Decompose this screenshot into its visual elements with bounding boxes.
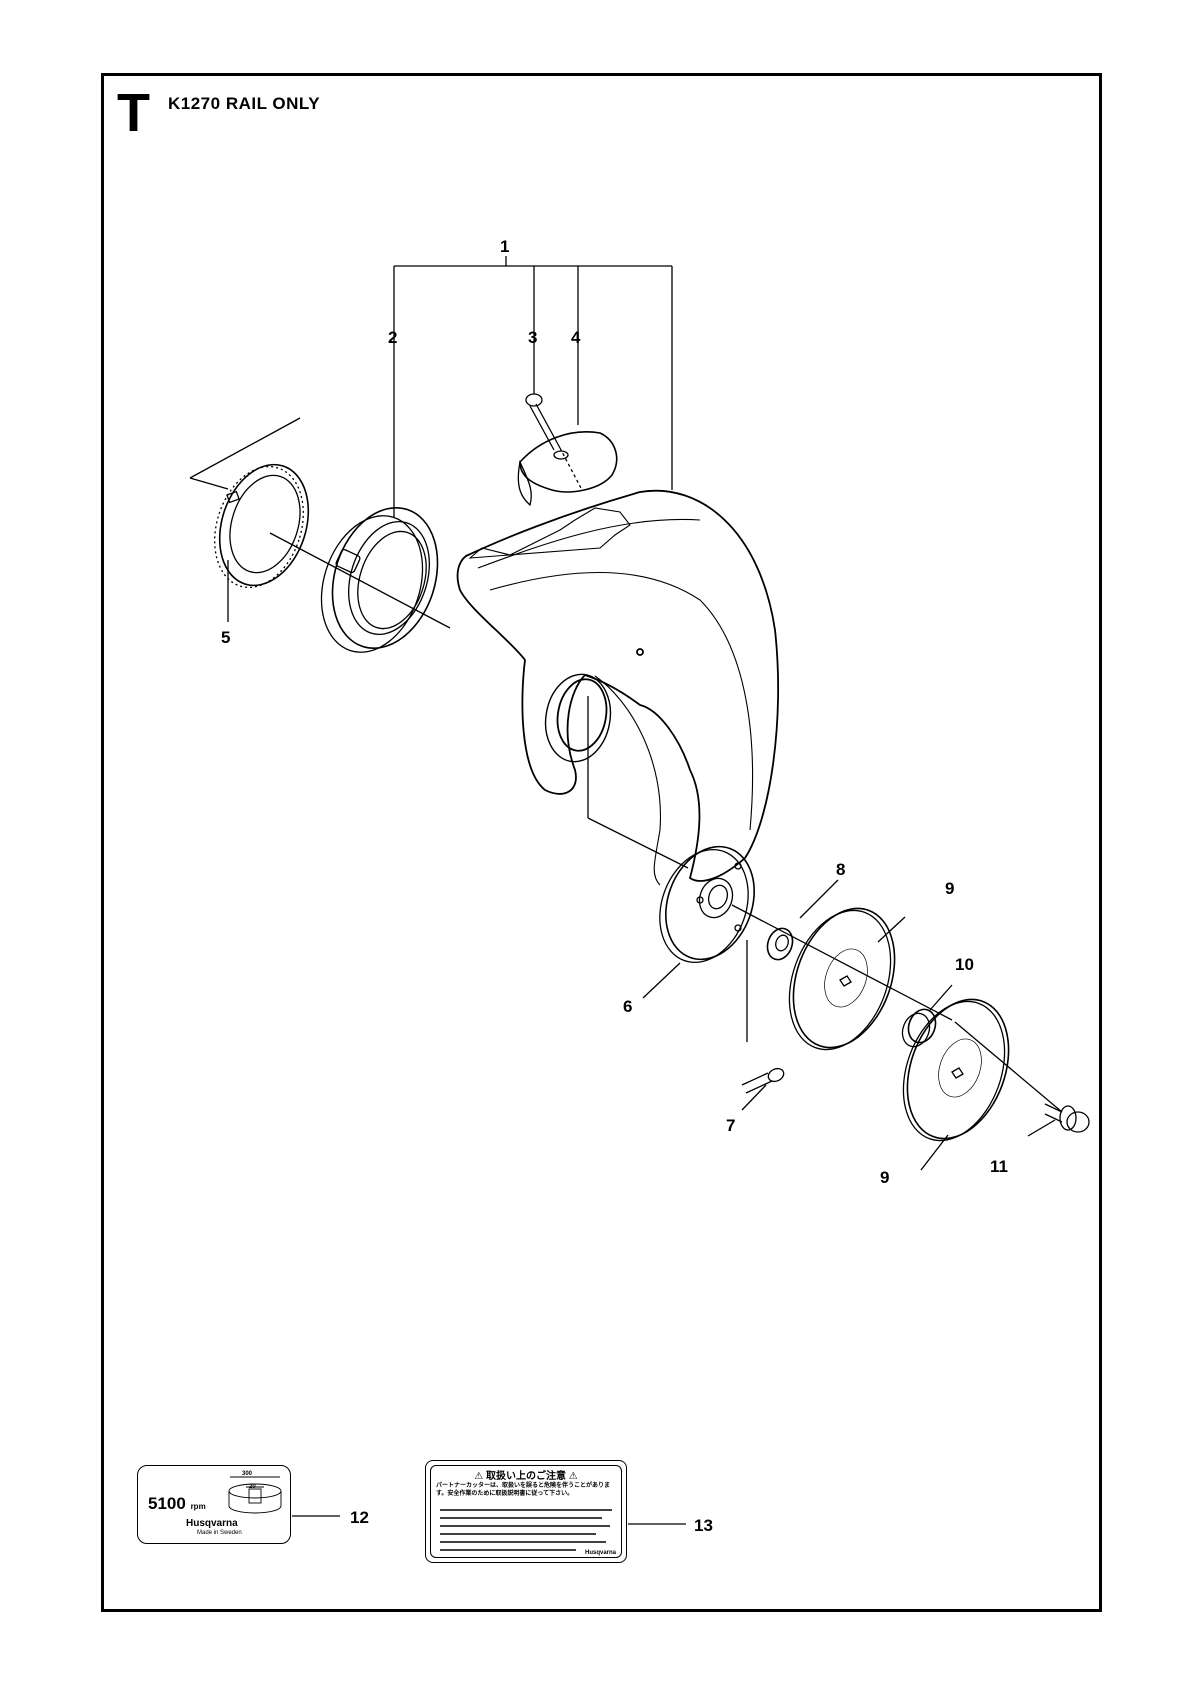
part-1-blade-guard xyxy=(456,489,779,886)
warning-triangle-icon: ⚠ xyxy=(568,1471,578,1482)
callout-numbers: 1 2 3 4 5 6 7 8 9 10 9 11 12 13 xyxy=(221,237,1008,1535)
label-12-dim-inner: 20 xyxy=(249,1484,256,1490)
callout-2: 2 xyxy=(388,328,397,347)
label-12-disc-graphic xyxy=(228,1476,282,1514)
part-11-hex-bolt xyxy=(1044,1103,1090,1133)
label-12-speed-plate: 300 20 5100 rpm Husqvarna Made in Sweden xyxy=(137,1465,291,1544)
section-letter: T xyxy=(117,83,150,143)
part-9-disc-upper xyxy=(788,907,896,1051)
callout-13: 13 xyxy=(694,1516,713,1535)
callout-1: 1 xyxy=(500,237,509,256)
label-12-rpm-unit: rpm xyxy=(190,1502,206,1511)
label-13-inner-border xyxy=(430,1465,622,1558)
callout-11: 11 xyxy=(990,1157,1008,1176)
label-13-warning-decal: ⚠ 取扱い上のご注意 ⚠ パートナーカッターは、取扱いを誤ると危険を伴うことがあ… xyxy=(425,1460,627,1563)
label-13-brand: Husqvarna xyxy=(584,1550,616,1556)
callout-9-upper: 9 xyxy=(945,879,954,898)
label-13-heading: ⚠ 取扱い上のご注意 ⚠ xyxy=(426,1467,626,1482)
warning-triangle-icon: ⚠ xyxy=(474,1471,484,1482)
part-2-collar xyxy=(320,507,439,653)
part-8-washer xyxy=(766,927,794,961)
label-12-rpm: 5100 rpm xyxy=(148,1494,206,1514)
callout-10: 10 xyxy=(955,955,974,974)
part-9-disc-lower xyxy=(902,998,1010,1142)
label-13-intro: パートナーカッターは、取扱いを誤ると危険を伴うことがあります。安全作業のために取… xyxy=(436,1483,611,1497)
page-frame xyxy=(101,73,1102,1612)
label-12-made-in: Made in Sweden xyxy=(197,1530,242,1536)
label-12-brand: Husqvarna xyxy=(186,1518,238,1529)
part-7-bolt xyxy=(741,1067,785,1094)
model-title: K1270 RAIL ONLY xyxy=(168,94,321,113)
part-10-spacer xyxy=(901,1008,937,1048)
assembly-bracket xyxy=(393,256,673,517)
label-12-dim-outer: 300 xyxy=(242,1471,253,1477)
part-4-clamp xyxy=(517,431,618,507)
leader-lines xyxy=(189,417,1063,1525)
callout-3: 3 xyxy=(528,328,537,347)
label-12-rpm-value: 5100 xyxy=(148,1494,186,1513)
label-13-fine-print-lines xyxy=(440,1509,612,1551)
callout-12: 12 xyxy=(350,1508,369,1527)
label-13-heading-text: 取扱い上のご注意 xyxy=(486,1471,566,1482)
callout-9-lower: 9 xyxy=(880,1168,889,1187)
callout-4: 4 xyxy=(571,328,581,347)
part-5-ring xyxy=(214,463,310,589)
callout-7: 7 xyxy=(726,1116,735,1135)
callout-8: 8 xyxy=(836,860,845,879)
part-3-screw xyxy=(525,393,583,491)
callout-5: 5 xyxy=(221,628,230,647)
callout-6: 6 xyxy=(623,997,632,1016)
part-6-flange xyxy=(659,845,755,964)
